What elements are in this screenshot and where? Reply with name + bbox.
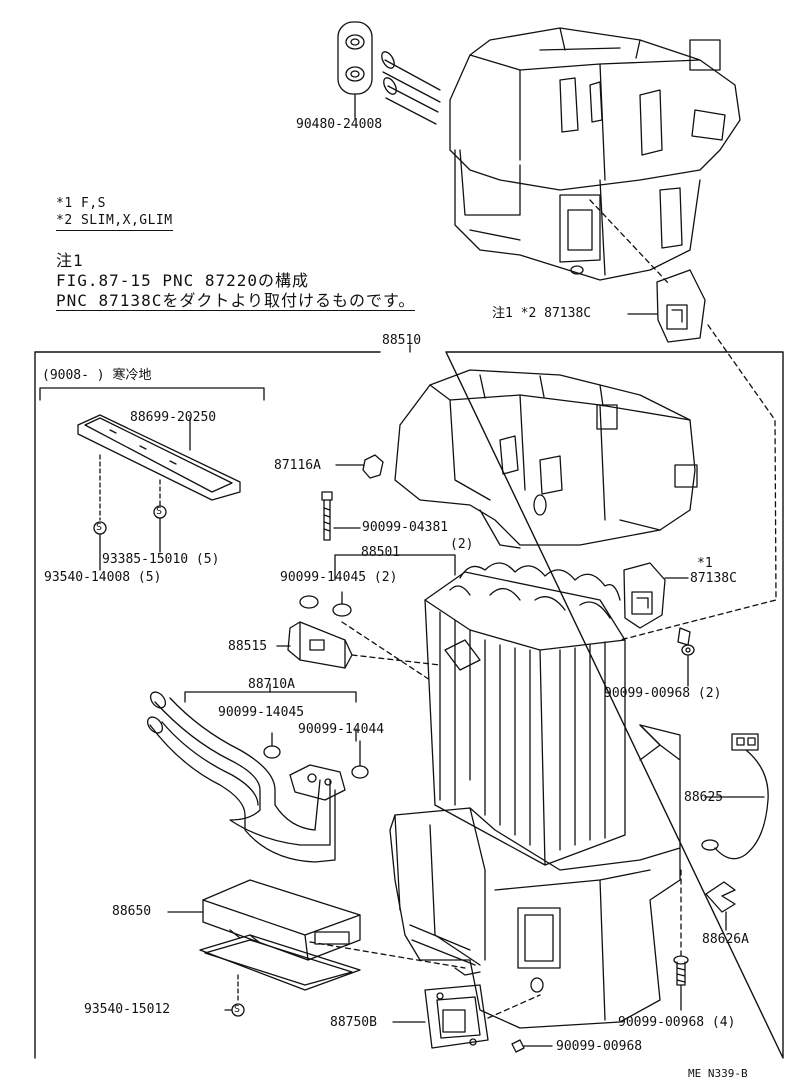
dash-lower (309, 941, 466, 969)
label-88625: 88625 (684, 790, 724, 805)
part-87138c-upper (656, 269, 706, 343)
label-93385-15010: 93385-15010 (5) (102, 552, 220, 567)
label-88510: 88510 (382, 333, 422, 348)
japanese-note-heading: 注1 (56, 251, 84, 270)
dash-88515 (351, 654, 441, 666)
cooling-unit-assembled (381, 27, 741, 281)
dash-88750b (487, 994, 541, 1019)
grommet-90480-24008 (337, 21, 373, 95)
kit-bracket (39, 387, 265, 401)
label-88626a: 88626A (702, 932, 749, 947)
label-90099-14044: 90099-14044 (298, 722, 385, 737)
screw-90099-00968-4 (673, 955, 689, 986)
label-90099-04381: 90099-04381 (362, 520, 449, 535)
label-90099-14045: 90099-14045 (218, 705, 305, 720)
s-seal-15012 (231, 1003, 245, 1017)
lower-case (389, 724, 681, 1029)
bracket-88501 (334, 554, 456, 581)
label-90099-00968: 90099-00968 (556, 1039, 643, 1054)
oring-a (299, 595, 319, 609)
upper-case (394, 369, 698, 549)
label-87138c-note: 注1 *2 87138C (492, 306, 592, 321)
sensor-88625 (701, 733, 769, 860)
label-88650: 88650 (112, 904, 152, 919)
dash-oring (341, 621, 431, 681)
s-seal-left-glyph: S (96, 522, 103, 533)
label-90099-04381-qty: (2) (450, 537, 474, 552)
variant-note-2: *2 SLIM,X,GLIM (56, 212, 173, 231)
label-93540-15012: 93540-15012 (84, 1002, 171, 1017)
label-87138c: 87138C (690, 571, 737, 586)
japanese-note-line-1: FIG.87-15 PNC 87220の構成 (56, 271, 310, 290)
label-88710a: 88710A (248, 677, 295, 692)
expansion-valve-88515 (287, 621, 353, 669)
amplifier-88650 (202, 879, 361, 961)
oring-d (351, 765, 369, 779)
label-88699-20250: 88699-20250 (130, 410, 217, 425)
screw-90099-00968 (511, 1039, 525, 1053)
kit-group-label: (9008- ) 寒冷地 (42, 368, 152, 383)
clip-88626a (705, 881, 736, 913)
bracket-88710a (184, 691, 357, 703)
pad-cold-kit (199, 934, 361, 991)
evaporator-88501 (424, 562, 626, 866)
label-90099-14045-top: 90099-14045 (2) (280, 570, 398, 585)
label-88501: 88501 (361, 545, 401, 560)
dash-note-87138c (589, 199, 671, 286)
label-88515: 88515 (228, 639, 268, 654)
label-90099-00968-2: 90099-00968 (2) (604, 686, 722, 701)
oring-b (332, 603, 352, 617)
screw-90099-00968-2 (677, 627, 695, 656)
dash-87138c-down (619, 324, 777, 641)
japanese-note-line-2: PNC 87138Cをダクトより取付けるものです。 (56, 291, 416, 311)
label-87116a: 87116A (274, 458, 321, 473)
kit-plate-88699-20250 (77, 414, 241, 501)
label-87138c-variant: *1 (697, 556, 713, 571)
assembly-88510-box (34, 351, 784, 1059)
label-90099-00968-4: 90099-00968 (4) (618, 1015, 736, 1030)
tube-88710a (146, 691, 346, 863)
cover-88750b (424, 984, 489, 1049)
oring-c (263, 745, 281, 759)
diagram-code: ME N339-B (688, 1067, 748, 1080)
label-93540-14008: 93540-14008 (5) (44, 570, 162, 585)
s-seal-15012-glyph: S (234, 1004, 241, 1015)
part-87138c-lower (623, 562, 666, 629)
s-seal-right-glyph: S (156, 506, 163, 517)
screw-90099-04381 (321, 491, 333, 541)
label-88750b: 88750B (330, 1015, 377, 1030)
clip-87116a (362, 454, 384, 479)
variant-note-1: *1 F,S (56, 196, 106, 211)
label-90480-24008: 90480-24008 (296, 117, 383, 132)
